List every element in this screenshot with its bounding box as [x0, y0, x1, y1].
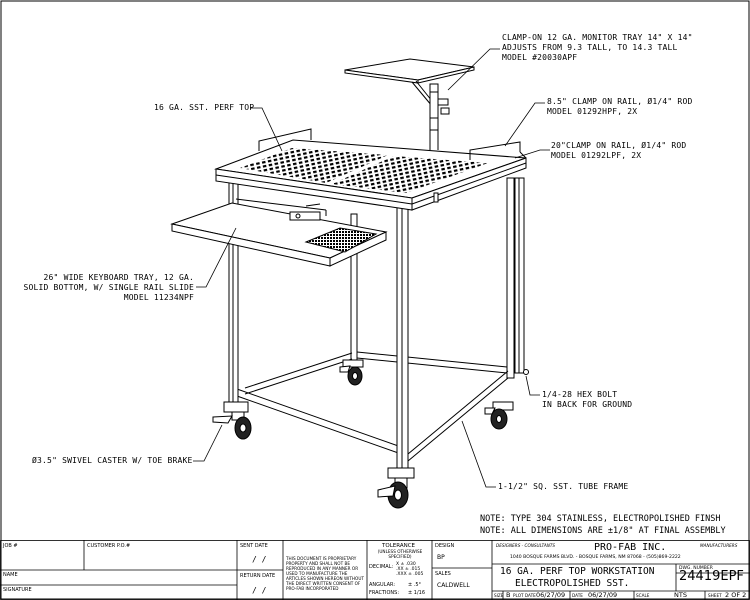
signature-label: SIGNATURE	[3, 587, 32, 593]
drawing-title-line2: ELECTROPOLISHED SST.	[515, 578, 630, 589]
callout-hex-bolt: 1/4-28 HEX BOLT IN BACK FOR GROUND	[542, 390, 632, 410]
callout-tube-frame: 1-1/2" SQ. SST. TUBE FRAME	[498, 482, 628, 492]
size-value: B	[506, 591, 511, 599]
decimal-value: .XX ± .015	[396, 567, 421, 572]
angular-label: ANGULAR:	[369, 582, 396, 588]
caster-back-right	[484, 401, 514, 430]
angular-value: ± .5°	[408, 582, 422, 588]
callout-line: 8.5" CLAMP ON RAIL, ø1/4" ROD	[547, 97, 693, 106]
callout-line: SOLID BOTTOM, W/ SINGLE RAIL SLIDE	[23, 283, 194, 292]
hex-bolt	[523, 369, 529, 375]
drawing-title-line1: 16 GA. PERF TOP WORKSTATION	[500, 566, 655, 577]
leader-lines	[193, 48, 550, 488]
callout-line: ø3.5" SWIVEL CASTER W/ TOE BRAKE	[32, 456, 193, 465]
company-name: PRO-FAB INC.	[594, 542, 667, 553]
name-label: NAME	[3, 572, 18, 578]
sent-date-value: / /	[252, 555, 267, 564]
scale-value: NTS	[674, 591, 687, 599]
decimal-values: X ± .030 .XX ± .015 .XXX ± .005	[396, 562, 423, 577]
note-dimensions: NOTE: ALL DIMENSIONS ARE ±1/8" AT FINAL …	[480, 526, 726, 536]
callout-clamp-20: 20"CLAMP ON RAIL, ø1/4" ROD MODEL 01292L…	[551, 141, 686, 161]
company-address: 1040 BOSQUE FARMS BLVD. - BOSQUE FARMS, …	[510, 555, 681, 560]
decimal-value: X ± .030	[396, 562, 416, 567]
callout-line: MODEL 01292HPF, 2X	[547, 107, 638, 116]
callout-line: 1-1/2" SQ. SST. TUBE FRAME	[498, 482, 629, 491]
plot-date: 06/27/09	[536, 591, 566, 599]
keyboard-tray	[170, 198, 388, 267]
design-label: DESIGN	[435, 543, 455, 549]
callout-line: 20"CLAMP ON RAIL, ø1/4" ROD	[551, 141, 687, 150]
sent-date-label: SENT DATE	[240, 543, 268, 549]
return-date-label: RETURN DATE	[240, 573, 276, 579]
decimal-label: DECIMAL:	[369, 564, 394, 570]
callout-clamp-8-5: 8.5" CLAMP ON RAIL, ø1/4" ROD MODEL 0129…	[547, 97, 692, 117]
callout-line: 16 GA. SST. PERF TOP	[154, 103, 255, 112]
callout-line: MODEL #20030APF	[502, 53, 578, 62]
customer-po-label: CUSTOMER P.O.#	[87, 543, 131, 549]
callout-line: MODEL 11234NPF	[123, 293, 194, 302]
dwg-number-label: DWG. NUMBER	[679, 566, 713, 571]
callout-line: 26" WIDE KEYBOARD TRAY, 12 GA.	[43, 273, 194, 282]
sales-label: SALES	[435, 571, 451, 577]
callout-line: MODEL 01292LPF, 2X	[551, 151, 642, 160]
caster-back-left	[339, 359, 364, 386]
design-value: BP	[437, 554, 445, 561]
callout-line: 1/4-28 HEX BOLT	[542, 390, 618, 399]
note-material: NOTE: TYPE 304 STAINLESS, ELECTROPOLISHE…	[480, 514, 721, 524]
callout-line: IN BACK FOR GROUND	[542, 400, 633, 409]
designers-label: DESIGNERS - CONSULTANTS	[496, 543, 556, 548]
return-date-value: / /	[252, 586, 267, 595]
caster-front-right	[377, 467, 415, 509]
callout-monitor-tray: CLAMP-ON 12 GA. MONITOR TRAY 14" X 14" A…	[502, 33, 693, 63]
manufacturers-label: MANUFACTURERS	[700, 543, 738, 548]
fractions-label: FRACTIONS:	[369, 590, 400, 596]
date-label: DATE	[572, 593, 583, 598]
caster-front-left	[212, 401, 252, 440]
title-block: JOB # CUSTOMER P.O.# NAME SIGNATURE SENT…	[0, 540, 750, 600]
job-label: JOB #	[3, 543, 18, 549]
dwg-number: 24419EPF	[679, 569, 744, 584]
tolerance-title: TOLERANCE	[382, 543, 416, 549]
decimal-value: .XXX ± .005	[396, 572, 424, 577]
perforated-top	[214, 128, 527, 211]
callout-line: CLAMP-ON 12 GA. MONITOR TRAY 14" X 14"	[502, 33, 693, 42]
scale-label: SCALE	[636, 593, 650, 598]
callout-keyboard-tray: 26" WIDE KEYBOARD TRAY, 12 GA. SOLID BOT…	[20, 273, 194, 303]
size-label: SIZE	[494, 593, 504, 598]
callout-caster: ø3.5" SWIVEL CASTER W/ TOE BRAKE	[32, 456, 193, 466]
fractions-value: ± 1/16	[408, 590, 426, 596]
sheet-value: 2 OF 2	[725, 591, 747, 599]
tolerance-subtitle: (UNLESS OTHERWISE SPECIFIED)	[377, 549, 423, 559]
sales-value: CALDWELL	[437, 582, 470, 589]
plot-date-label: PLOT DATE	[513, 593, 536, 598]
callout-line: ADJUSTS FROM 9.3 TALL, TO 14.3 TALL	[502, 43, 678, 52]
proprietary-notice: THIS DOCUMENT IS PROPRIETARY PROPERTY AN…	[286, 556, 364, 591]
callout-perf-top: 16 GA. SST. PERF TOP	[154, 103, 254, 113]
monitor-tray	[344, 58, 475, 150]
sheet-label: SHEET	[708, 593, 722, 598]
date-value: 06/27/09	[588, 591, 618, 599]
